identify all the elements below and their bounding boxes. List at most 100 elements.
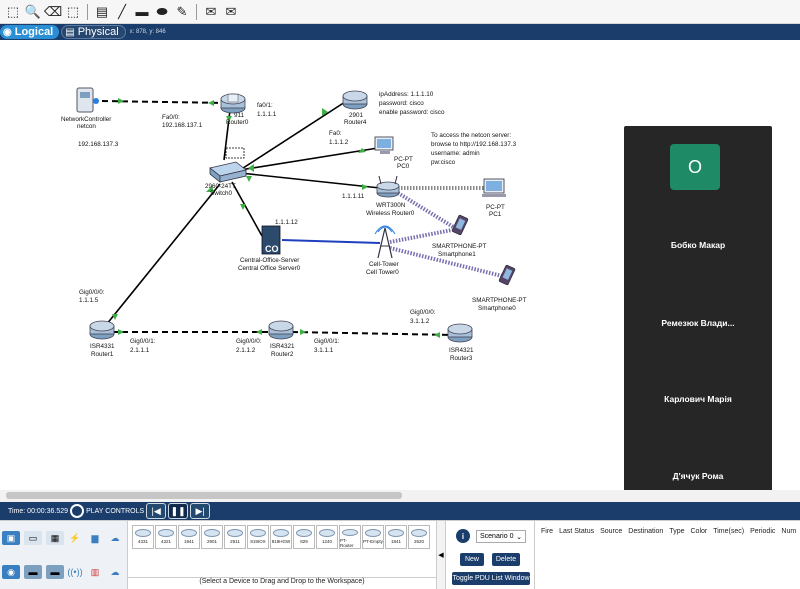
scroll-left-button[interactable]: ◀ bbox=[436, 521, 446, 589]
router4-device[interactable]: 2901 Router4 bbox=[342, 90, 368, 126]
logical-workspace[interactable]: NetworkController netcon 192.168.137.3 9… bbox=[0, 40, 800, 514]
device-model-819hgw[interactable]: 819HGW bbox=[270, 525, 292, 549]
connections-icon[interactable]: ⚡ bbox=[69, 532, 81, 543]
port-label: Gig0/0/0: bbox=[236, 338, 262, 345]
inspect-icon[interactable]: 🔍 bbox=[24, 3, 42, 19]
cell-tower-device[interactable]: Cell-Tower Cell Tower0 bbox=[366, 225, 399, 276]
device-model-pt-router[interactable]: PT-Router bbox=[339, 525, 361, 549]
horizontal-scrollbar[interactable] bbox=[0, 490, 800, 502]
pc1-device[interactable]: PC-PT PC1 bbox=[482, 178, 506, 218]
scenario-panel: i Scenario 0⌄ New Delete Toggle PDU List… bbox=[446, 521, 534, 589]
link-up-indicator bbox=[248, 164, 254, 172]
network-topology[interactable]: NetworkController netcon 192.168.137.3 9… bbox=[0, 40, 800, 490]
router4-note[interactable]: ipAddress: 1.1.1.10 password: cisco enab… bbox=[379, 91, 445, 116]
router2-device[interactable]: ISR4321 Router2 bbox=[268, 320, 295, 358]
device-model-list: 4331 4321 1941 2901 2911 819IOX 819HGW 8… bbox=[128, 521, 436, 577]
device-model-1941[interactable]: 1941 bbox=[178, 525, 200, 549]
port-label: Fa0/0: bbox=[162, 114, 180, 121]
wireless-router0-device[interactable]: WRT300N Wireless Router0 bbox=[366, 175, 415, 217]
link-up-indicator bbox=[434, 332, 440, 338]
scrollbar-thumb[interactable] bbox=[6, 492, 402, 499]
logical-view-icon: ◉ bbox=[3, 26, 12, 38]
note-line: username: admin bbox=[431, 150, 480, 157]
device-model-819iox[interactable]: 819IOX bbox=[247, 525, 269, 549]
pause-button[interactable]: ❚❚ bbox=[168, 503, 189, 519]
device-sublabel: Router4 bbox=[344, 119, 367, 126]
security-icon[interactable]: ▥ bbox=[90, 566, 100, 577]
switch0-device[interactable]: 2960-24TT Switch0 bbox=[205, 147, 247, 197]
device-model-4321[interactable]: 4321 bbox=[155, 525, 177, 549]
clock-icon[interactable] bbox=[70, 504, 85, 518]
cursor-coordinates: x: 878, y: 846 bbox=[129, 29, 166, 35]
delete-scenario-button[interactable]: Delete bbox=[492, 553, 520, 566]
device-model-829[interactable]: 829 bbox=[293, 525, 315, 549]
router-icon bbox=[273, 529, 289, 537]
link-up-indicator bbox=[240, 204, 246, 210]
switches-icon[interactable]: ▬ bbox=[24, 565, 42, 579]
add-simple-pdu-icon[interactable]: ✉ bbox=[205, 3, 217, 19]
pc0-device[interactable]: PC-PT PC0 bbox=[374, 136, 413, 170]
step-back-button[interactable]: |◀ bbox=[146, 503, 167, 519]
info-icon[interactable]: i bbox=[456, 529, 470, 543]
netcon-note[interactable]: To access the netcon server: browse to h… bbox=[431, 132, 517, 166]
device-label: ISR4321 bbox=[270, 343, 295, 350]
new-scenario-button[interactable]: New bbox=[460, 553, 484, 566]
draw-ellipse-icon[interactable]: ⬬ bbox=[156, 3, 168, 19]
smartphone0-device[interactable]: SMARTPHONE-PT Smartphone0 bbox=[472, 264, 527, 312]
port-ip: 1.1.1.5 bbox=[79, 297, 99, 304]
device-model-1240[interactable]: 1240 bbox=[316, 525, 338, 549]
device-label: WRT300N bbox=[376, 202, 406, 209]
link-up-indicator bbox=[362, 184, 368, 190]
router3-device[interactable]: ISR4321 Router3 bbox=[447, 323, 474, 362]
device-model-pt-empty[interactable]: PT-Empty bbox=[362, 525, 384, 549]
column-header: Destination bbox=[628, 528, 664, 535]
draw-rectangle-icon[interactable]: ▬ bbox=[135, 4, 149, 19]
note-line: pw:cisco bbox=[431, 159, 456, 166]
participant-name: Ремезюк Влади... bbox=[661, 318, 735, 328]
link-up-indicator bbox=[208, 100, 214, 106]
link-up-indicator bbox=[118, 98, 124, 104]
link-switch0-pc0 bbox=[239, 147, 379, 171]
hubs-icon[interactable]: ▬ bbox=[46, 565, 64, 579]
device-model-1841[interactable]: 1841 bbox=[385, 525, 407, 549]
link-server-celltower bbox=[281, 239, 381, 244]
toggle-pdu-list-button[interactable]: Toggle PDU List Window bbox=[452, 572, 530, 585]
wireless-icon[interactable]: ((•)) bbox=[67, 567, 83, 577]
device-model-2620[interactable]: 2620 bbox=[408, 525, 430, 549]
avatar: O bbox=[670, 144, 720, 190]
tab-physical[interactable]: ▤Physical bbox=[61, 25, 126, 39]
select-icon[interactable]: ⬚ bbox=[6, 3, 20, 19]
network-devices-icon[interactable]: ▣ bbox=[2, 531, 20, 545]
router0-device[interactable]: 911 Router0 bbox=[220, 93, 249, 126]
device-model-2901[interactable]: 2901 bbox=[201, 525, 223, 549]
device-model-4331[interactable]: 4331 bbox=[132, 525, 154, 549]
add-complex-pdu-icon[interactable]: ✉ bbox=[225, 3, 237, 19]
device-sublabel: netcon bbox=[77, 123, 96, 130]
router-icon bbox=[227, 529, 243, 537]
multiuser-icon[interactable]: ☁ bbox=[110, 532, 120, 543]
router1-device[interactable]: ISR4331 Router1 bbox=[89, 320, 115, 358]
note-line: enable password: cisco bbox=[379, 109, 445, 116]
end-devices-icon[interactable]: ▭ bbox=[24, 531, 42, 545]
central-office-server-device[interactable]: CO Central-Office-Server Central Office … bbox=[238, 225, 301, 272]
device-label: Central-Office-Server bbox=[240, 257, 299, 264]
components-icon[interactable]: ▦ bbox=[46, 531, 64, 545]
smartphone1-device[interactable]: SMARTPHONE-PT Smartphone1 bbox=[432, 214, 487, 258]
resize-icon[interactable]: ⬚ bbox=[66, 3, 80, 19]
note-icon[interactable]: ▤ bbox=[95, 3, 109, 19]
scenario-select[interactable]: Scenario 0⌄ bbox=[476, 530, 526, 543]
step-forward-button[interactable]: ▶| bbox=[190, 503, 211, 519]
draw-line-icon[interactable]: ╱ bbox=[118, 3, 126, 19]
freeform-icon[interactable]: ✎ bbox=[176, 3, 188, 19]
device-model-2911[interactable]: 2911 bbox=[224, 525, 246, 549]
network-controller-device[interactable]: NetworkController netcon 192.168.137.3 bbox=[61, 87, 119, 148]
wan-emulation-icon[interactable]: ☁ bbox=[110, 566, 120, 577]
routers-icon[interactable]: ◉ bbox=[2, 565, 20, 579]
misc-icon[interactable]: ▆ bbox=[91, 532, 99, 543]
step-forward-icon: ▶| bbox=[195, 505, 205, 516]
port-ip: 2.1.1.2 bbox=[236, 347, 256, 354]
delete-icon[interactable]: ⌫ bbox=[43, 3, 63, 19]
tab-logical[interactable]: ◉Logical bbox=[0, 25, 60, 39]
device-label: Cell-Tower bbox=[369, 261, 399, 268]
tab-logical-label: Logical bbox=[14, 26, 54, 38]
